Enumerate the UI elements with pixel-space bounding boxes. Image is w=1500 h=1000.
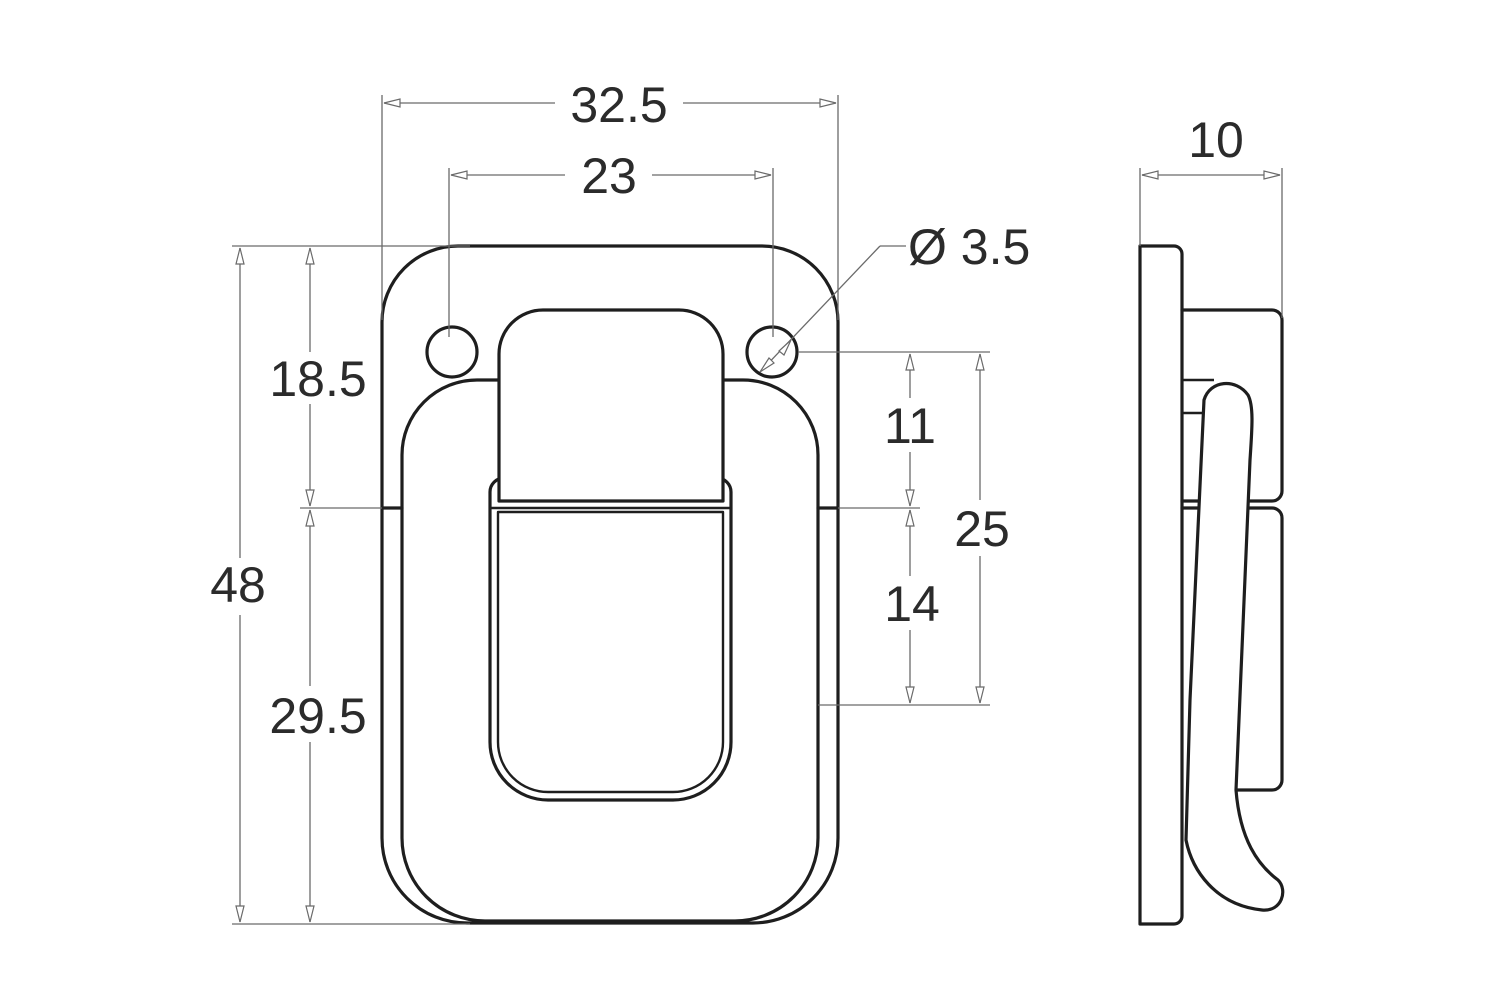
dim-lower-height-text: 29.5 xyxy=(269,688,366,744)
dim-upper-height-text: 18.5 xyxy=(269,351,366,407)
dim-hole-spacing-text: 23 xyxy=(581,148,637,204)
side-view xyxy=(1138,244,1285,926)
dim-hole-spacing: 23 xyxy=(450,148,772,204)
dim-overall-height-text: 48 xyxy=(210,557,266,613)
side-upper-block xyxy=(1180,308,1284,503)
base-plate-outline xyxy=(380,244,840,925)
hasp-slot-outer xyxy=(488,476,733,802)
dim-hole-to-tab-end-text: 25 xyxy=(954,501,1010,557)
dim-overall-width-text: 32.5 xyxy=(570,77,667,133)
front-dimensions: 32.5 23 Ø 3.5 48 xyxy=(210,77,1030,925)
dim-hole-to-hinge-text: 11 xyxy=(884,398,936,454)
dim-overall-width: 32.5 xyxy=(383,77,837,133)
dim-side-depth-text: 10 xyxy=(1188,112,1244,168)
hasp-slot-inner xyxy=(496,510,725,794)
side-lower-block xyxy=(1180,506,1284,792)
dim-hole-diameter-text: Ø 3.5 xyxy=(908,219,1030,275)
dim-hinge-to-tab: 14 xyxy=(884,509,940,704)
mounting-hole-left xyxy=(425,325,479,379)
side-back-plate xyxy=(1138,244,1184,926)
dim-lower-height: 29.5 xyxy=(269,509,367,923)
dim-hinge-to-tab-text: 14 xyxy=(884,576,940,632)
dim-overall-height: 48 xyxy=(210,247,266,923)
front-view xyxy=(380,244,840,925)
side-dimensions: 10 xyxy=(1139,112,1283,318)
hasp-flap-outer xyxy=(400,378,820,923)
staple-tongue xyxy=(497,308,725,503)
dim-hole-diameter: Ø 3.5 xyxy=(759,219,1030,373)
dim-upper-height: 18.5 xyxy=(269,247,367,507)
dim-hole-to-tab-end: 25 xyxy=(954,353,1010,704)
mounting-hole-right xyxy=(745,325,799,379)
dim-side-depth: 10 xyxy=(1141,112,1281,180)
side-hasp-hook xyxy=(1184,381,1285,912)
dim-hole-to-hinge: 11 xyxy=(884,353,936,507)
